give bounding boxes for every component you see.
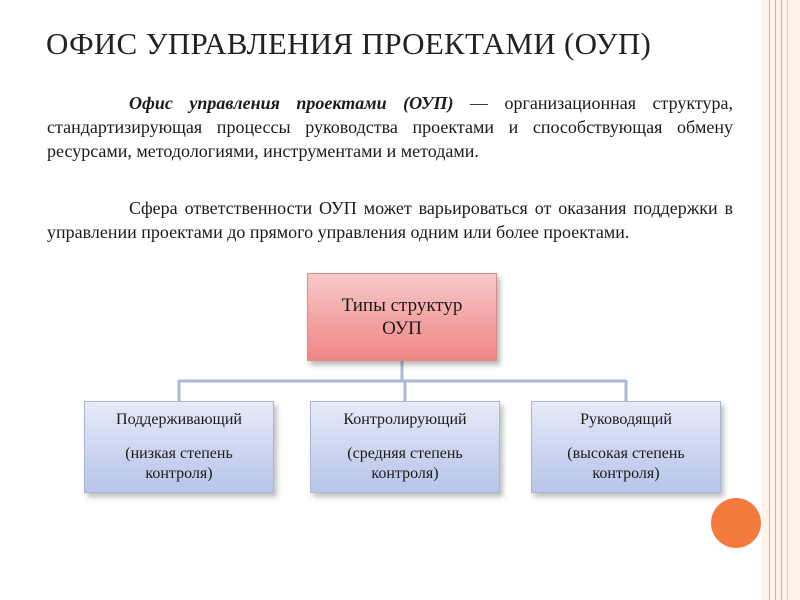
- child-node-name: Контролирующий: [343, 411, 467, 428]
- decorative-circle: [711, 498, 761, 548]
- root-node-line2: ОУП: [382, 318, 422, 339]
- child-node-detail: (средняя степень: [347, 445, 463, 462]
- decorative-line: [769, 0, 770, 600]
- decorative-line: [787, 0, 788, 600]
- definition-paragraph: Офис управления проектами (ОУП) — органи…: [47, 91, 733, 163]
- child-node-detail: контроля): [371, 465, 439, 482]
- child-node-detail: контроля): [592, 465, 660, 482]
- root-node: Типы структур ОУП: [307, 273, 497, 361]
- child-node-supporting: Поддерживающий (низкая степень контроля): [84, 401, 274, 493]
- child-node-name: Поддерживающий: [116, 411, 242, 428]
- definition-text: — организационная структура, стандартизи…: [47, 93, 733, 161]
- root-node-line1: Типы структур: [341, 295, 463, 316]
- child-node-detail: (высокая степень: [567, 445, 685, 462]
- slide-title: ОФИС УПРАВЛЕНИЯ ПРОЕКТАМИ (ОУП): [46, 26, 652, 61]
- child-node-detail: контроля): [145, 465, 213, 482]
- decorative-line: [781, 0, 782, 600]
- child-node-name: Руководящий: [580, 411, 672, 428]
- definition-term: Офис управления проектами (ОУП): [129, 93, 454, 113]
- child-node-directive: Руководящий (высокая степень контроля): [531, 401, 721, 493]
- scope-paragraph: Сфера ответственности ОУП может варьиров…: [47, 198, 733, 242]
- child-node-controlling: Контролирующий (средняя степень контроля…: [310, 401, 500, 493]
- child-node-detail: (низкая степень: [125, 445, 233, 462]
- decorative-line: [775, 0, 776, 600]
